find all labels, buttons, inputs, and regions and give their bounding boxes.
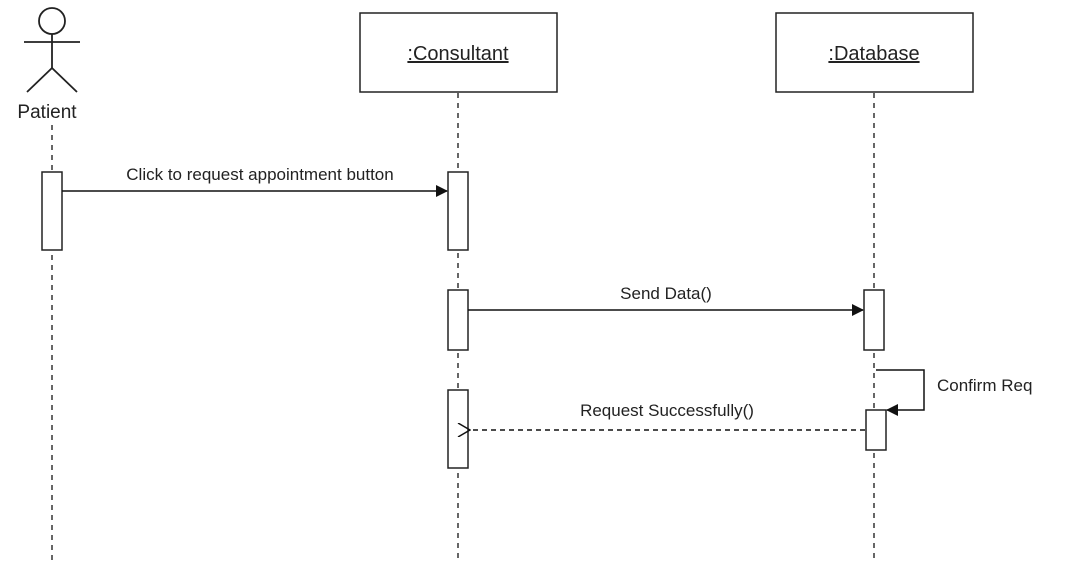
consultant-activation-2 — [447, 289, 469, 351]
consultant-box — [359, 12, 558, 93]
consultant-object: :Consultant — [359, 12, 558, 93]
consultant-activation-3 — [447, 389, 469, 469]
database-object: :Database — [775, 12, 974, 93]
consultant-label: :Consultant — [407, 43, 509, 65]
message-label: Confirm Req — [937, 376, 1032, 395]
message-label: Send Data() — [620, 284, 712, 303]
database-activation-2 — [865, 409, 887, 451]
actor-left-leg — [26, 67, 53, 93]
message-request-successfully: Request Successfully() — [470, 401, 865, 430]
self-call-arrow — [876, 369, 925, 416]
database-activation-1 — [863, 289, 885, 351]
message-request-appointment: Click to request appointment button — [62, 165, 448, 197]
actor-right-leg — [51, 67, 78, 93]
message-label: Click to request appointment button — [126, 165, 393, 184]
database-label: :Database — [828, 43, 919, 65]
message-confirm-req: Confirm Req — [876, 369, 1032, 416]
actor-head-icon — [38, 7, 66, 35]
message-label: Request Successfully() — [580, 401, 754, 420]
patient-activation — [41, 171, 63, 251]
message-send-data: Send Data() — [468, 284, 864, 316]
database-box — [775, 12, 974, 93]
patient-actor: Patient — [17, 7, 80, 123]
patient-label: Patient — [17, 102, 77, 123]
consultant-activation-1 — [447, 171, 469, 251]
